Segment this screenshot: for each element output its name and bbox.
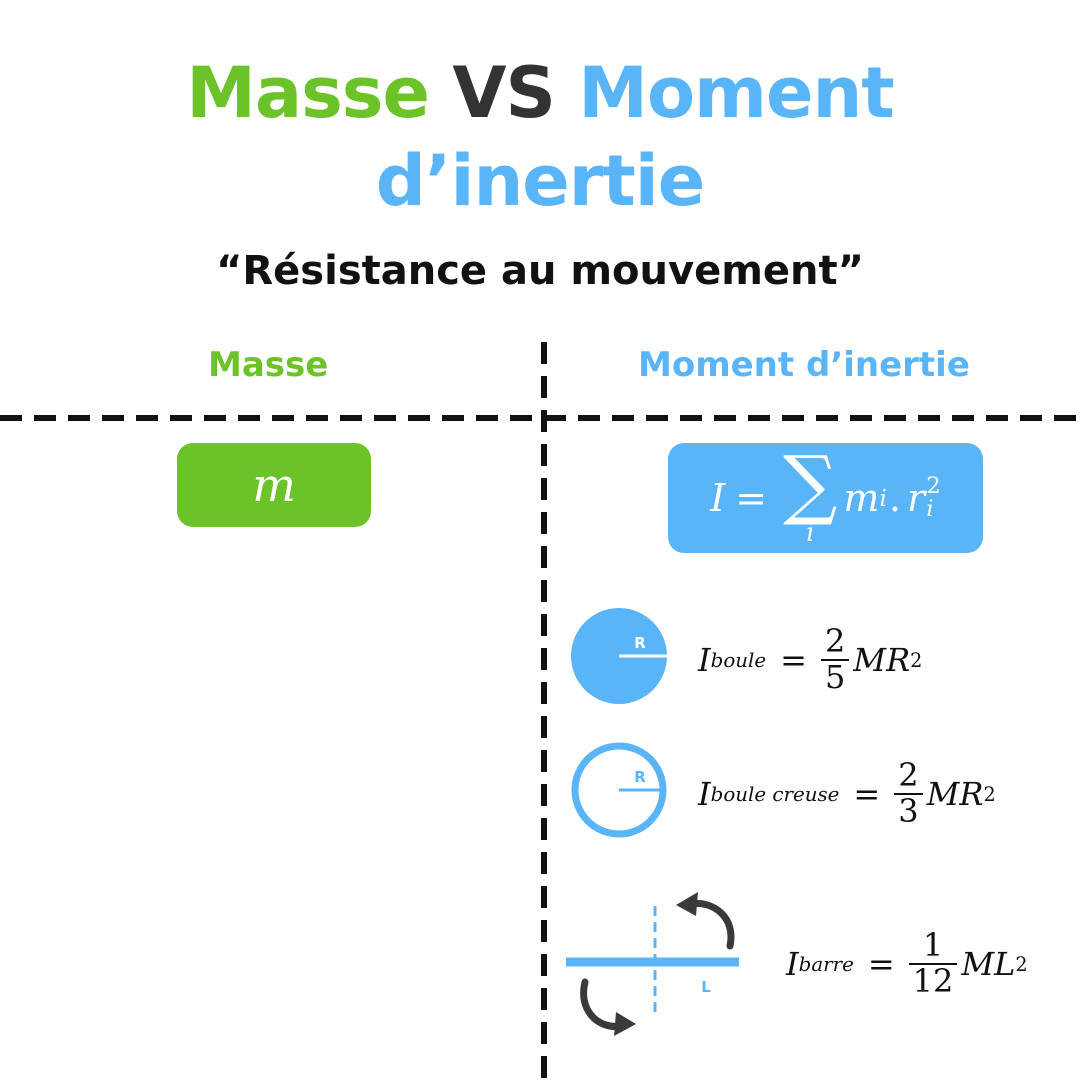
inertia-r-sub: i (926, 496, 934, 522)
solid-sphere-radius-label: R (634, 634, 646, 652)
rotation-arrow-bottom-head (614, 1012, 636, 1036)
subtitle: “Résistance au mouvement” (216, 248, 864, 294)
boule-creuse-equals: = (853, 775, 881, 813)
title-moment: Moment (578, 52, 894, 134)
inertia-r-scripts: 2 i (926, 475, 941, 521)
barre-equals: = (867, 945, 895, 983)
inertia-I: I (710, 476, 726, 520)
sigma-icon: ∑ (783, 438, 838, 528)
sum-symbol: ∑ i (783, 438, 838, 549)
bar-length-label: L (701, 978, 711, 996)
column-header-moment-inertie: Moment d’inertie (638, 345, 970, 385)
boule-fraction: 2 5 (820, 622, 850, 696)
rotation-arrow-top-head (676, 892, 698, 916)
inertia-r: r (907, 476, 926, 520)
boule-creuse-sup: 2 (983, 782, 996, 806)
boule-creuse-fraction: 2 3 (894, 756, 923, 830)
barre-numerator: 1 (922, 926, 944, 965)
boule-sub: boule (710, 648, 767, 672)
barre-sup: 2 (1015, 952, 1028, 976)
inertia-dot: . (888, 476, 902, 520)
hollow-sphere-radius-label: R (634, 768, 646, 786)
rotation-arrow-top-icon (686, 899, 735, 950)
sum-index: i (806, 518, 815, 549)
inertia-m: m (843, 476, 880, 520)
title-line-1: Masse VS Moment (0, 52, 1080, 134)
inertia-equals: = (735, 476, 768, 520)
title-masse: Masse (186, 52, 430, 134)
boule-var: MR (853, 641, 911, 679)
boule-equals: = (780, 641, 807, 679)
boule-denominator: 5 (824, 658, 846, 696)
boule-creuse-denominator: 3 (898, 792, 919, 830)
mass-symbol: m (252, 458, 296, 512)
boule-creuse-numerator: 2 (898, 756, 919, 795)
boule-creuse-var: MR (926, 775, 984, 813)
barre-var: ML (961, 945, 1016, 983)
boule-creuse-sub: boule creuse (710, 782, 840, 806)
barre-I: I (786, 945, 799, 983)
mass-formula-badge: m (177, 443, 371, 527)
barre-sub: barre (798, 952, 854, 976)
barre-denominator: 12 (912, 962, 954, 1000)
inertia-r-sup: 2 (926, 473, 941, 500)
column-header-masse: Masse (208, 345, 329, 385)
title-vs: VS (452, 52, 556, 134)
boule-creuse-I: I (698, 775, 711, 813)
title-line-2: d’inertie (375, 140, 705, 222)
inertia-m-sub: i (879, 484, 887, 512)
boule-numerator: 2 (824, 622, 846, 661)
barre-fraction: 1 12 (908, 926, 958, 1000)
boule-sup: 2 (910, 648, 923, 672)
boule-I: I (698, 641, 711, 679)
